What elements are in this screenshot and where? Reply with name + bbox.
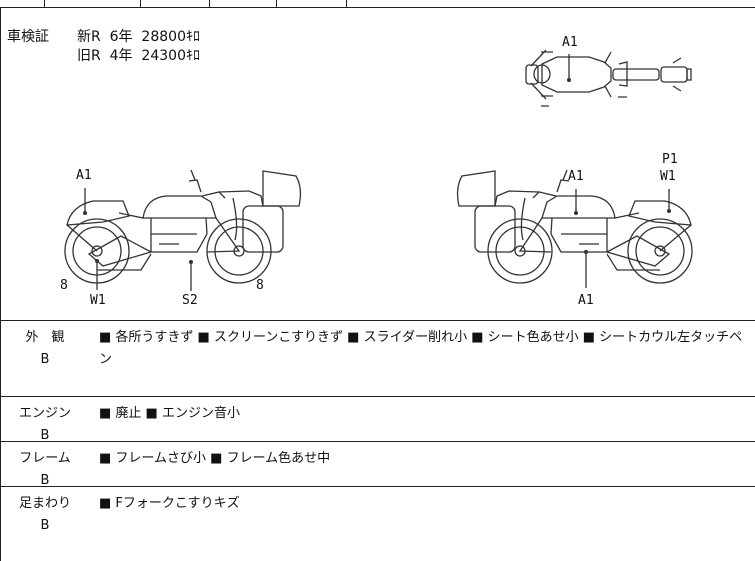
header-divider <box>140 0 141 7</box>
mark-left-8-front: 8 <box>60 278 68 293</box>
category-grade: B <box>40 518 50 533</box>
inspection-new: 新R 6年 28800ｷﾛ <box>77 29 200 45</box>
row-notes: ■ フレームさび小 ■ フレーム色あせ中 <box>99 451 331 466</box>
mark-left-w1: W1 <box>90 293 106 308</box>
right-view-bike-icon <box>456 169 693 284</box>
mark-right-a1-lower: A1 <box>578 293 594 308</box>
header-divider <box>209 0 210 7</box>
row-category: エンジン B <box>1 403 89 447</box>
header-divider <box>44 0 45 7</box>
condition-row-suspension: 足まわり B ■ Fフォークこすりキズ <box>1 487 755 560</box>
mark-right-w1: W1 <box>660 169 676 184</box>
category-grade: B <box>40 473 50 488</box>
category-name: 足まわり <box>18 496 71 511</box>
header-strip <box>0 0 755 8</box>
header-divider <box>346 0 347 7</box>
damage-labels: A1 A1 8 W1 S2 8 P1 W1 A1 A1 <box>60 35 678 308</box>
category-name: エンジン <box>18 406 71 421</box>
row-category: 足まわり B <box>1 493 89 537</box>
header-divider <box>276 0 277 7</box>
category-grade: B <box>40 428 50 443</box>
motorcycle-diagrams: A1 A1 8 W1 S2 8 P1 W1 A1 A1 <box>60 35 693 308</box>
damage-diagram: 車検証 新R 6年 28800ｷﾛ 旧R 4年 24300ｷﾛ <box>0 8 755 321</box>
row-notes: ■ Fフォークこすりキズ <box>99 496 240 511</box>
inspection-old: 旧R 4年 24300ｷﾛ <box>77 48 200 64</box>
top-view-bike-icon <box>525 49 692 107</box>
mark-right-p1: P1 <box>662 152 678 167</box>
mark-leaders <box>84 54 670 291</box>
condition-row-exterior: 外 観 B ■ 各所うすきず ■ スクリーンこすりきず ■ スライダー削れ小 ■… <box>1 321 755 397</box>
condition-table: 外 観 B ■ 各所うすきず ■ スクリーンこすりきず ■ スライダー削れ小 ■… <box>0 321 755 561</box>
category-name: フレーム <box>19 451 71 466</box>
left-view-bike-icon <box>64 169 302 284</box>
row-category: 外 観 B <box>1 327 89 371</box>
category-grade: B <box>40 352 50 367</box>
condition-row-engine: エンジン B ■ 廃止 ■ エンジン音小 <box>1 397 755 443</box>
mark-top-a1: A1 <box>562 35 578 50</box>
mark-left-8-rear: 8 <box>256 278 264 293</box>
mark-dots <box>83 78 671 264</box>
inspection-label: 車検証 <box>7 29 49 45</box>
condition-row-frame: フレーム B ■ フレームさび小 ■ フレーム色あせ中 <box>1 442 755 488</box>
category-name: 外 観 <box>25 330 65 345</box>
mark-right-a1-upper: A1 <box>568 169 584 184</box>
row-notes: ■ 各所うすきず ■ スクリーンこすりきず ■ スライダー削れ小 ■ シート色あ… <box>99 330 743 367</box>
row-notes: ■ 廃止 ■ エンジン音小 <box>99 406 240 421</box>
mark-left-s2: S2 <box>182 293 198 308</box>
mark-left-a1: A1 <box>76 168 92 183</box>
row-category: フレーム B <box>1 448 89 492</box>
